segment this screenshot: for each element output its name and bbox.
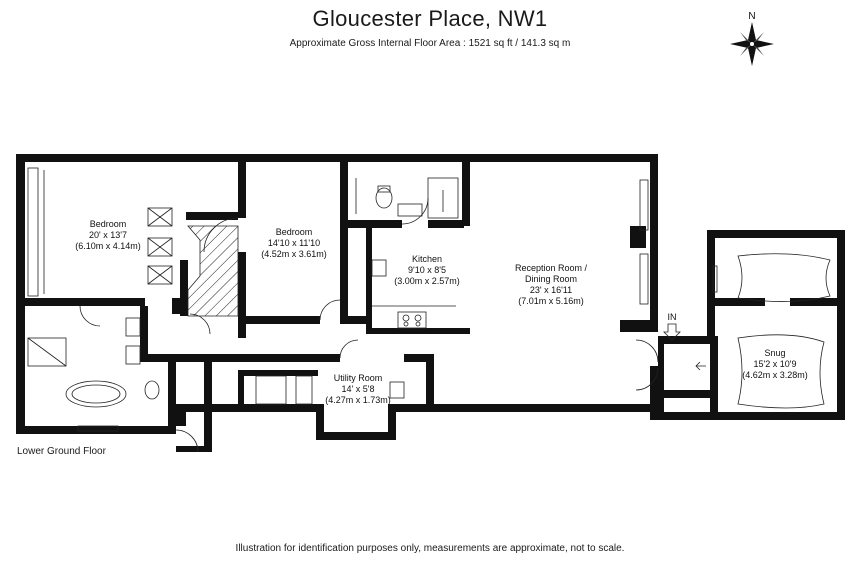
room-label-bedroom-2: Bedroom 14'10 x 11'10 (4.52m x 3.61m) [261, 227, 327, 259]
floor-area-subtitle: Approximate Gross Internal Floor Area : … [289, 38, 571, 49]
room-name: Bedroom [90, 219, 127, 229]
compass-icon: N [730, 11, 774, 66]
disclaimer-text: Illustration for identification purposes… [235, 543, 625, 554]
room-size-imperial: 20' x 13'7 [89, 230, 127, 240]
outer-walls [16, 154, 845, 452]
room-label-reception: Reception Room / Dining Room 23' x 16'11… [515, 263, 588, 306]
entrance-label: IN [668, 312, 677, 322]
room-size-imperial: 15'2 x 10'9 [754, 359, 797, 369]
room-size-imperial: 14'10 x 11'10 [268, 238, 320, 248]
compass-north-label: N [748, 11, 755, 22]
room-size-metric: (4.52m x 3.61m) [261, 249, 327, 259]
room-size-metric: (7.01m x 5.16m) [518, 296, 584, 306]
room-label-bedroom-1: Bedroom 20' x 13'7 (6.10m x 4.14m) [75, 219, 141, 251]
room-label-kitchen: Kitchen 9'10 x 8'5 (3.00m x 2.57m) [394, 254, 460, 286]
room-name: Bedroom [276, 227, 313, 237]
room-size-imperial: 14' x 5'8 [342, 384, 375, 394]
plan-title: Gloucester Place, NW1 [312, 6, 548, 31]
cupboard-hatched [187, 225, 239, 317]
room-name: Snug [764, 348, 785, 358]
room-size-imperial: 9'10 x 8'5 [408, 265, 446, 275]
room-size-metric: (4.27m x 1.73m) [325, 395, 391, 405]
room-label-utility: Utility Room 14' x 5'8 (4.27m x 1.73m) [325, 373, 391, 405]
room-name-line-2: Dining Room [525, 274, 577, 284]
room-name: Kitchen [412, 254, 442, 264]
fixtures [27, 167, 831, 453]
room-size-imperial: 23' x 16'11 [530, 285, 572, 295]
room-name: Reception Room / [515, 263, 588, 273]
room-size-metric: (3.00m x 2.57m) [394, 276, 460, 286]
floor-label: Lower Ground Floor [17, 446, 106, 457]
room-size-metric: (4.62m x 3.28m) [742, 370, 808, 380]
room-name: Utility Room [334, 373, 383, 383]
room-label-snug: Snug 15'2 x 10'9 (4.62m x 3.28m) [742, 348, 808, 380]
interior-walls [25, 162, 837, 426]
room-size-metric: (6.10m x 4.14m) [75, 241, 141, 251]
